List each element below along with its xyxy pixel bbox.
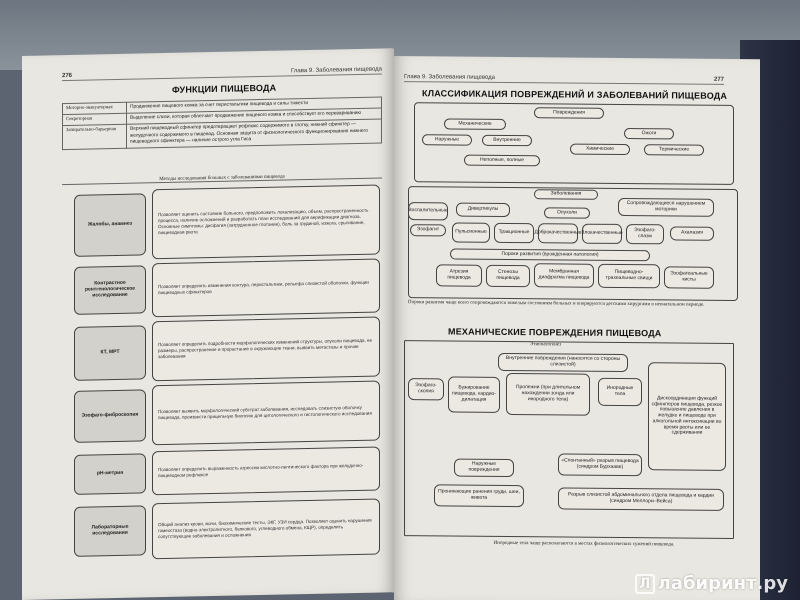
pulsion-node: Пульсионные — [452, 222, 490, 243]
method-name: Контрастное рентгенологическое исследова… — [74, 265, 146, 315]
method-name: Эзофаго-фиброскопия — [74, 389, 146, 443]
diseases-root: Заболевания — [534, 189, 598, 200]
foreign-bodies-note: Инородные тела чаще располагаются в мест… — [493, 540, 675, 548]
malformation-item: Пищеводно-трахеальные свищи — [598, 263, 660, 289]
external-injuries-node: Наружные повреждения — [454, 458, 514, 478]
benign-node: Доброкачественные — [534, 223, 582, 244]
method-desc: Позволяет определить выраженность агресс… — [152, 446, 380, 496]
right-chapter-title: Глава 9. Заболевания пищевода — [404, 74, 495, 81]
watermark-text: лабиринт.ру — [657, 573, 788, 594]
classification-title: КЛАССИФИКАЦИЯ ПОВРЕЖДЕНИЙ И ЗАБОЛЕВАНИЙ … — [422, 88, 728, 101]
external-node: Наружные — [422, 134, 472, 146]
function-key: Запирательно-барьерная — [62, 124, 127, 150]
mechanical-node: Механические — [444, 118, 506, 130]
internal-injuries-root: Внутренние повреждения (наносятся со сто… — [498, 352, 628, 373]
burns-node: Ожоги — [624, 128, 674, 140]
foreign-bodies-node: Инородные тела — [598, 377, 642, 407]
malformation-item: Мембранная диафрагма пищевода — [534, 263, 594, 288]
left-page: 276 Глава 9. Заболевания пищевода ФУНКЦИ… — [22, 48, 394, 600]
spontaneous-rupture-node: «Спонтанный» разрыв пищевода (синдром Бу… — [558, 453, 642, 477]
functions-table: Моторно-эвакуаторная Продвижение пищевог… — [62, 96, 382, 150]
mechanical-injuries-title: МЕХАНИЧЕСКИЕ ПОВРЕЖДЕНИЯ ПИЩЕВОДА — [448, 326, 662, 339]
right-page: Глава 9. Заболевания пищевода 277 КЛАССИ… — [394, 56, 760, 600]
method-desc: Позволяет оценить состояние больного, пр… — [152, 184, 380, 260]
traction-node: Тракционные — [494, 222, 534, 244]
injuries-root: Повреждения — [534, 107, 604, 119]
esophagospasm-node: Эзофаго-спазм — [626, 224, 664, 245]
method-desc: Позволяет определить подробности морфоло… — [152, 316, 380, 382]
method-desc: Общий анализ крови, мочи, биохимические … — [152, 498, 380, 560]
malformation-item: Стенозы пищевода — [486, 264, 530, 288]
malformation-item: Атрезия пищевода — [436, 264, 482, 287]
discoordination-node: Дискоординация функций сфинктеров пищево… — [648, 362, 726, 471]
malformation-item: Эзофагеальные кисты — [664, 266, 714, 289]
malignant-node: Злокачественные — [581, 223, 623, 244]
methods-title: Методы исследования больных с заболевани… — [62, 172, 382, 186]
method-name: pH-метрия — [74, 453, 146, 495]
malformations-note: Пороки развития чаще всего сопровождаютс… — [408, 300, 705, 308]
incomplete-complete-node: Неполные, полные — [464, 154, 540, 167]
tumors-node: Опухоли — [544, 207, 590, 219]
motility-node: Сопровождающиеся нарушением моторики — [618, 197, 714, 217]
method-desc: Позволяет определить изменения контура, … — [152, 258, 380, 318]
method-name: КТ, МРТ — [74, 325, 146, 381]
left-page-title: ФУНКЦИИ ПИЩЕВОДА — [172, 82, 277, 95]
left-chapter-title: Глава 9. Заболевания пищевода — [291, 66, 382, 75]
left-running-head: 276 Глава 9. Заболевания пищевода — [62, 66, 382, 82]
internal-node: Внутренние — [482, 134, 532, 147]
right-running-head: Глава 9. Заболевания пищевода 277 — [404, 74, 724, 85]
method-name: Жалобы, анамнез — [74, 193, 146, 257]
achalasia-node: Ахалазия — [670, 226, 714, 241]
right-page-number: 277 — [713, 76, 724, 83]
malformations-root: Пороки развития (врожденная патология) — [450, 248, 650, 262]
method-desc: Позволяет выявить морфологический субстр… — [152, 380, 380, 446]
thermal-node: Термические — [644, 144, 704, 156]
labirint-watermark: Л лабиринт.ру — [634, 573, 788, 594]
inflammatory-node: Воспалительные — [408, 202, 448, 221]
etiopathogenesis-label: Этиопатогенез — [530, 342, 562, 348]
esophagitis-node: Эзофагит — [410, 224, 446, 237]
left-page-number: 276 — [62, 72, 73, 80]
bougienage-node: Бужирование пищевода, кардио-дилатация — [448, 376, 500, 413]
labirint-logo-icon: Л — [634, 573, 655, 594]
diverticula-node: Дивертикулы — [456, 202, 510, 218]
penetrating-wounds-node: Проникающие ранения груди, шеи, живота — [434, 484, 524, 508]
esophagoscopy-node: Эзофаго-скопия — [408, 378, 444, 401]
mallory-weiss-node: Разрыв слизистой абдоминального отдела п… — [558, 487, 724, 511]
function-value: Верхний пищеводный сфинктер предотвращае… — [126, 119, 382, 149]
chemical-node: Химические — [570, 143, 630, 156]
method-name: Лабораторные исследования — [74, 505, 146, 557]
bedsore-node: Пролежни (при длительном нахождении зонд… — [506, 372, 590, 416]
